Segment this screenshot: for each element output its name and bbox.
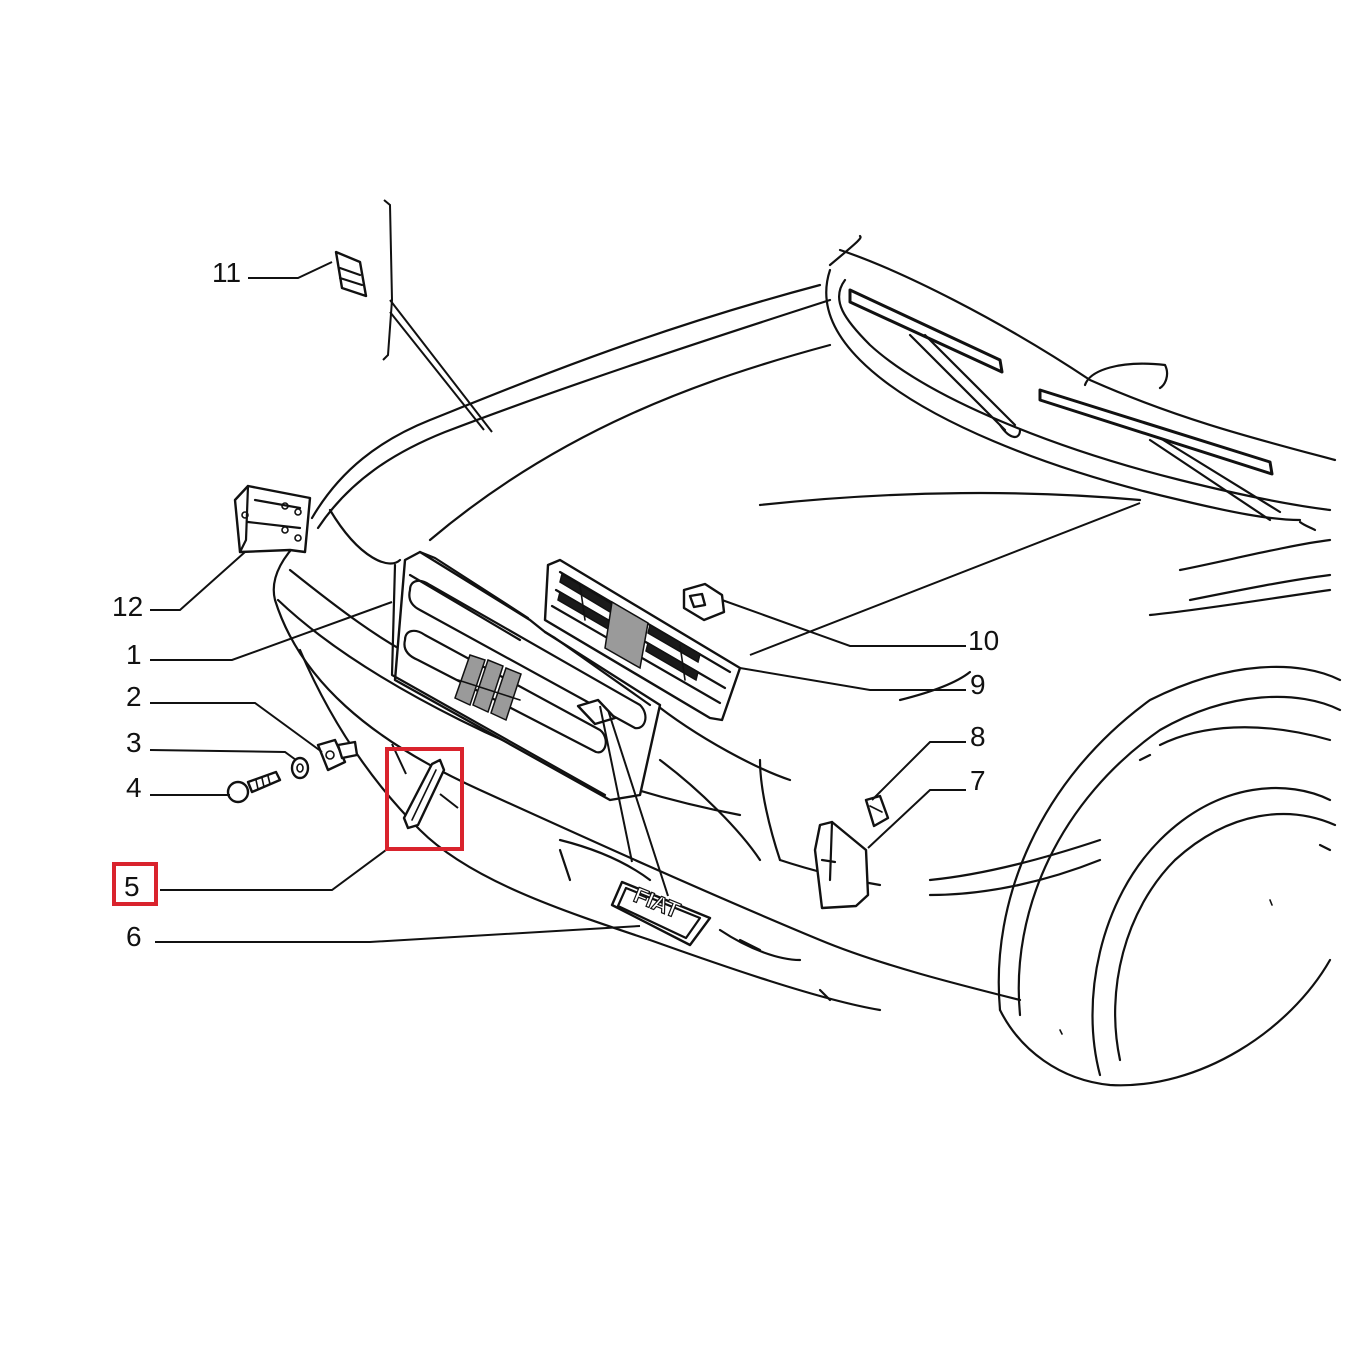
part-4-screw xyxy=(226,770,282,804)
callout-7: 7 xyxy=(970,765,986,796)
callout-8: 8 xyxy=(970,721,986,752)
part-10-clip xyxy=(682,582,726,622)
part-2-clip-nut xyxy=(316,738,359,772)
highlight-part-5 xyxy=(385,747,464,851)
highlight-boxes xyxy=(112,747,464,906)
callout-9: 9 xyxy=(970,669,986,700)
highlight-callout-5 xyxy=(112,862,158,906)
callout-labels: 11 12 1 2 3 4 5 6 7 8 9 10 xyxy=(112,257,999,952)
callout-10: 10 xyxy=(968,625,999,656)
part-3-washer xyxy=(290,756,310,780)
callout-12: 12 xyxy=(112,591,143,622)
part-9-grille-mesh xyxy=(543,558,742,722)
callout-3: 3 xyxy=(126,727,142,758)
part-6-badge: FIAT xyxy=(610,880,712,947)
part-12-angle-bracket xyxy=(233,484,312,554)
callout-11: 11 xyxy=(212,257,241,288)
callout-2: 2 xyxy=(126,681,142,712)
leader-lines xyxy=(149,199,1141,943)
part-7-side-lamp xyxy=(813,820,870,910)
callout-1: 1 xyxy=(126,639,142,670)
callout-6: 6 xyxy=(126,921,142,952)
callout-4: 4 xyxy=(126,772,142,803)
part-11-bracket xyxy=(334,250,368,298)
callout-5: 5 xyxy=(124,871,140,902)
part-5-trim-strip xyxy=(402,758,446,830)
part-1-front-grille xyxy=(390,550,662,802)
car-body xyxy=(272,234,1342,1087)
part-8-lamp-clip xyxy=(864,794,890,828)
